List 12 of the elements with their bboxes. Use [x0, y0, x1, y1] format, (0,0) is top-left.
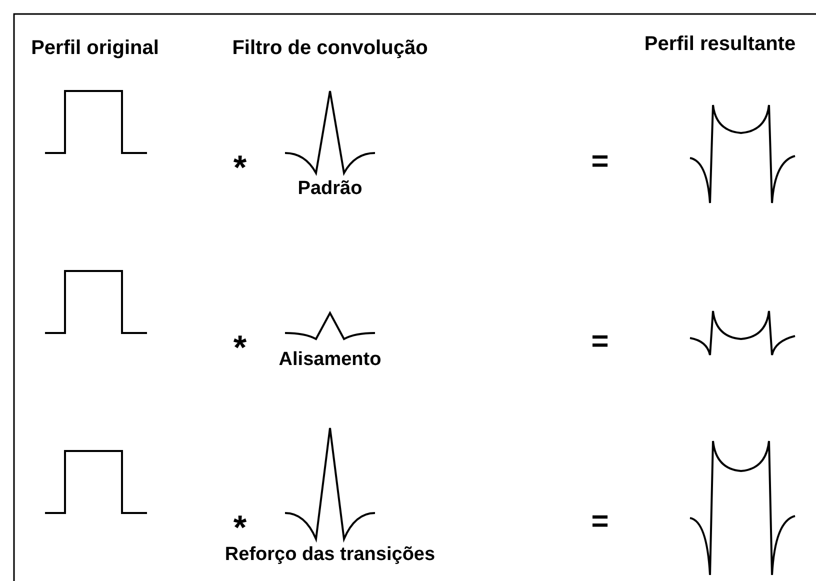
filter-name: Padrão	[298, 179, 362, 200]
column-heading: Filtro de convolução	[232, 37, 428, 59]
convolution-operator: *	[233, 330, 247, 368]
column-heading: Perfil resultante	[644, 33, 796, 55]
filter-name: Reforço das transições	[224, 545, 436, 566]
filter-name: Alisamento	[278, 350, 382, 371]
equals-sign: =	[591, 145, 609, 178]
column-heading: Perfil original	[31, 37, 159, 59]
equals-sign: =	[591, 325, 609, 358]
convolution-operator: *	[233, 150, 247, 188]
equals-sign: =	[591, 505, 609, 538]
convolution-operator: *	[233, 510, 247, 547]
